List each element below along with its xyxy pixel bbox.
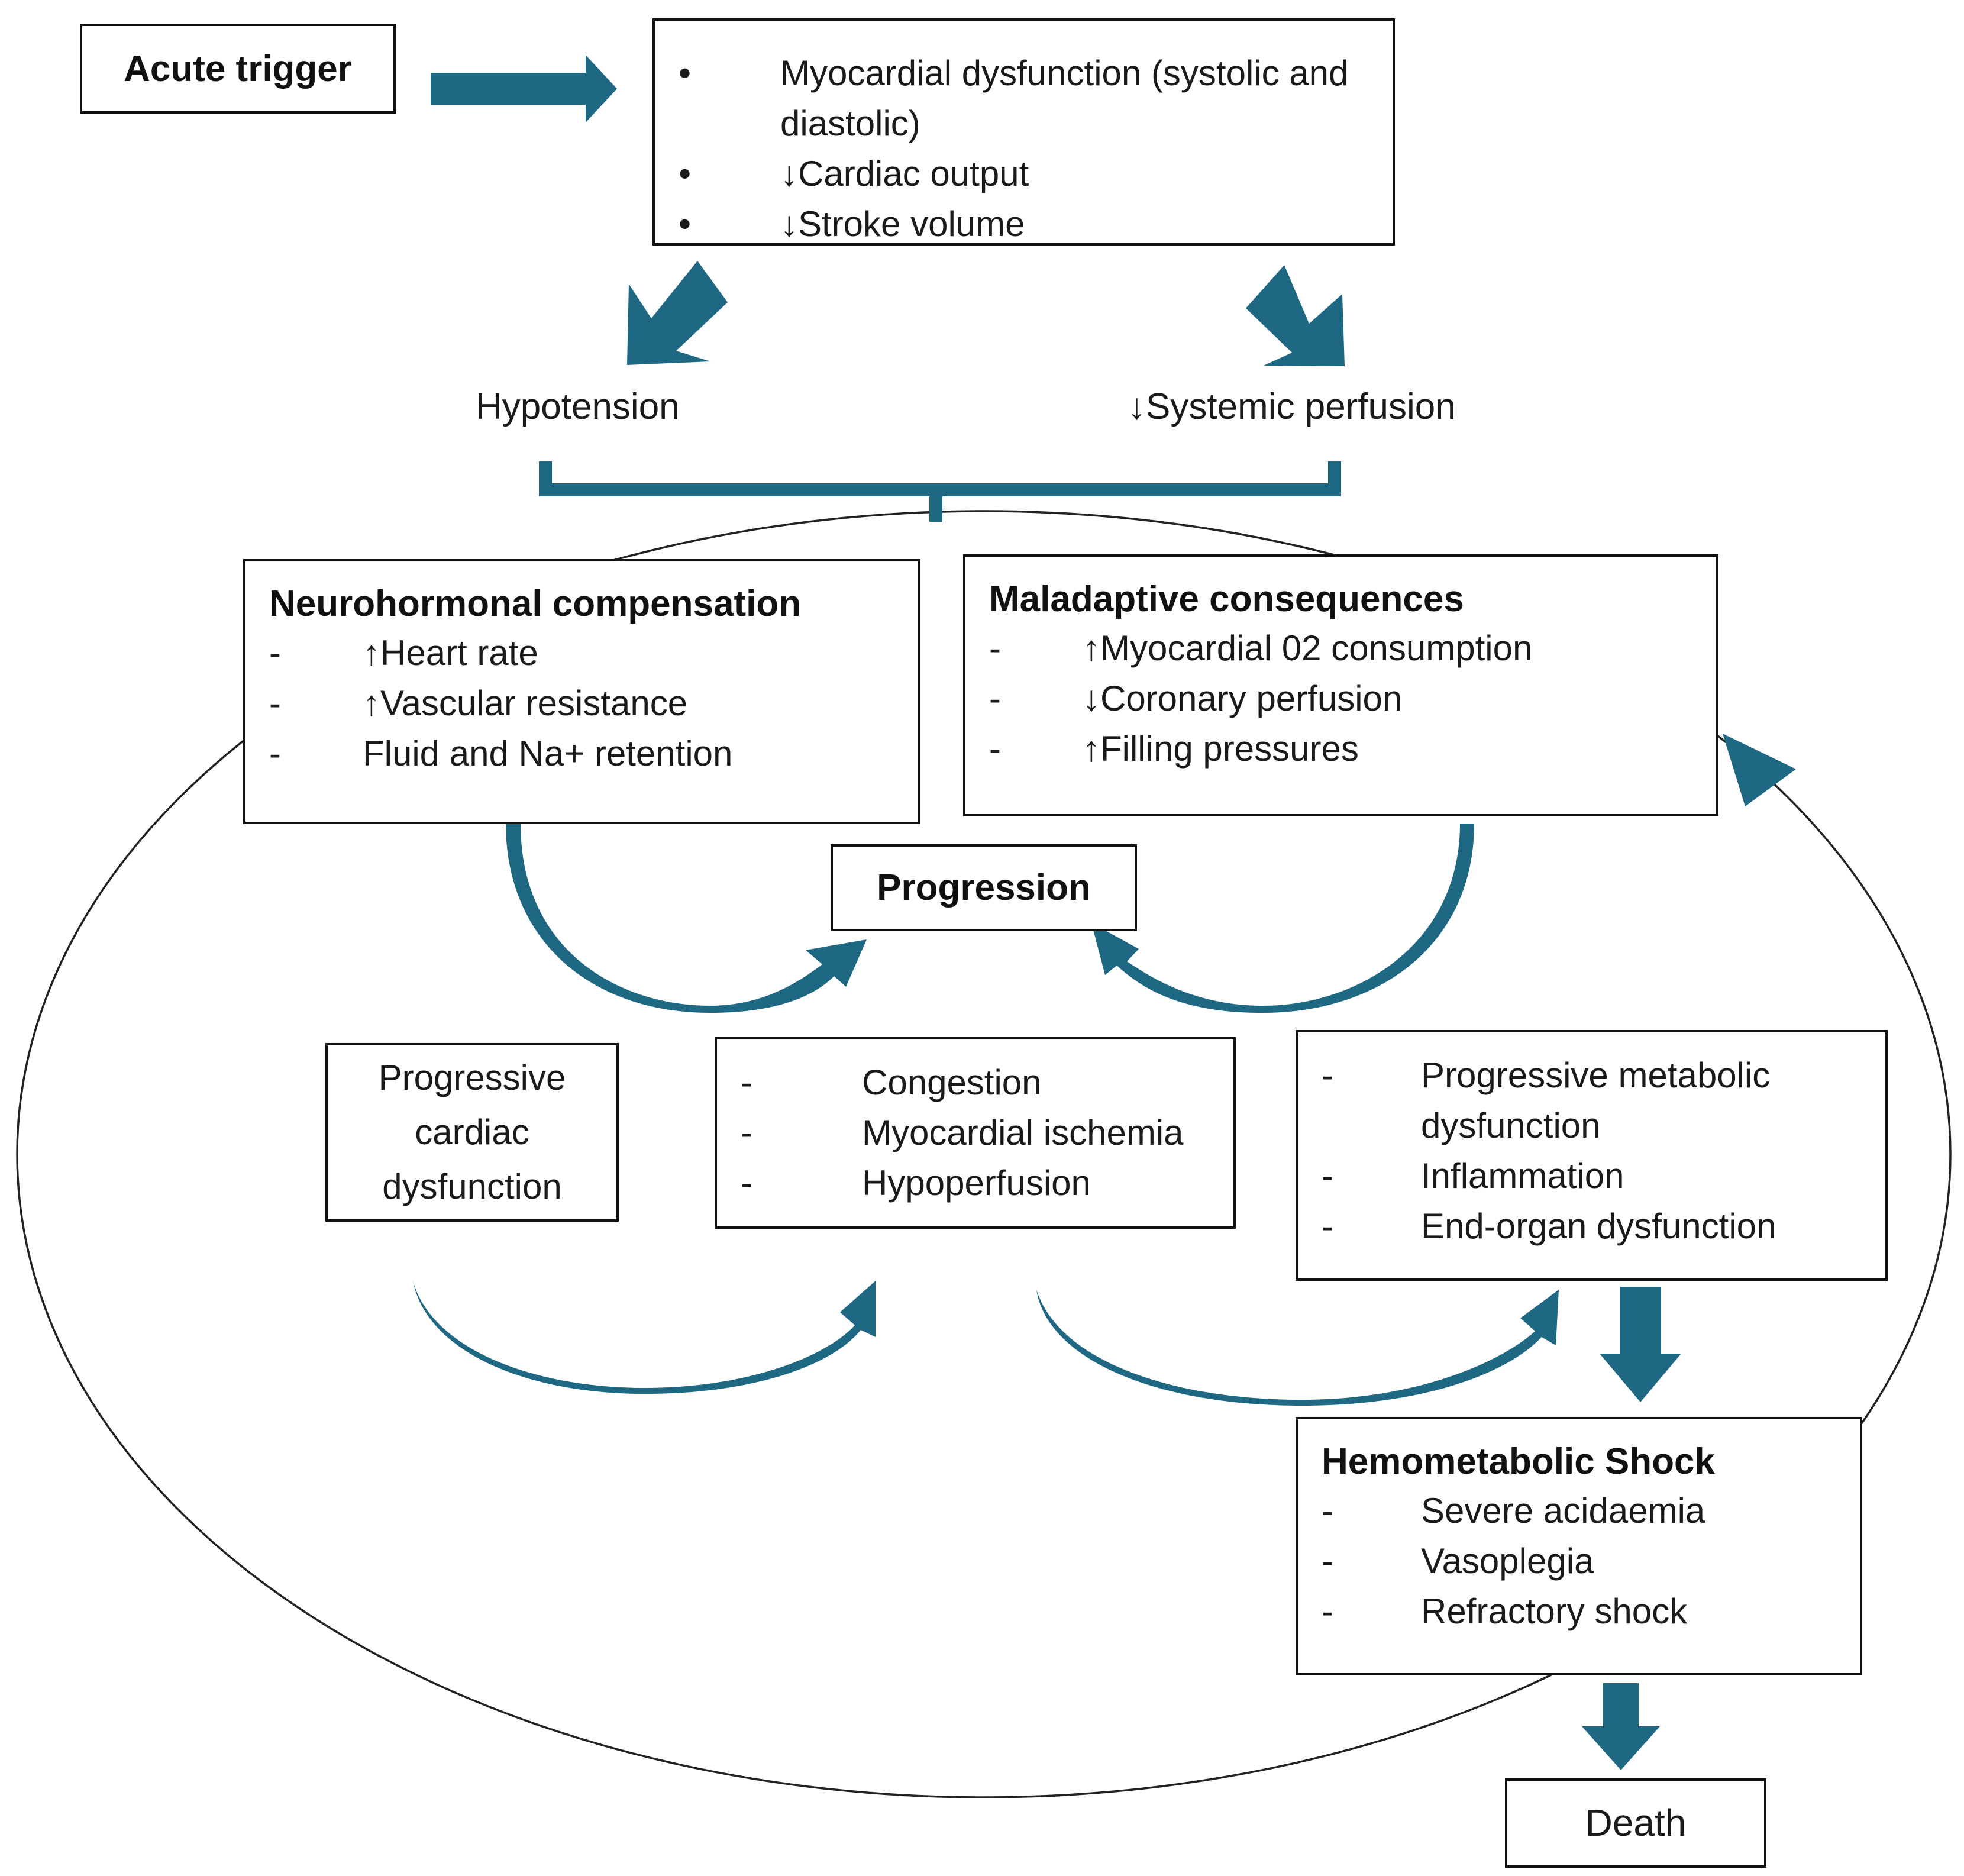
dash-marker: - (1322, 1541, 1333, 1581)
vicious-cycle-loop (16, 510, 1952, 1798)
metabolic-item: - Progressive metabolic dysfunction (1322, 1050, 1835, 1151)
shock-item: - Refractory shock (1322, 1586, 1705, 1636)
metabolic-item-label: End-organ dysfunction (1421, 1206, 1776, 1246)
dash-marker: - (269, 633, 281, 673)
maladaptive-item-label: ↑Filling pressures (1083, 729, 1359, 769)
neurohormonal-item: - ↑Vascular resistance (269, 678, 732, 728)
curve-arrow-cardiac-to-congestion (413, 1281, 876, 1394)
dash-marker: - (741, 1113, 752, 1152)
initial-effect-item: • Myocardial dysfunction (systolic and d… (679, 48, 1359, 148)
dash-marker: - (1322, 1156, 1333, 1196)
metabolic-item: - Inflammation (1322, 1151, 1835, 1201)
bullet-marker: • (679, 154, 692, 193)
dash-marker: - (269, 734, 281, 773)
trigger-arrow (431, 55, 617, 122)
dash-marker: - (989, 729, 1001, 769)
maladaptive-item: - ↑Filling pressures (989, 724, 1532, 774)
maladaptive-item-label: ↓Coronary perfusion (1083, 679, 1403, 718)
dash-marker: - (1322, 1055, 1333, 1095)
dash-marker: - (1322, 1491, 1333, 1530)
congestion-item-label: Congestion (862, 1063, 1042, 1102)
initial-effect-item: • ↓Cardiac output (679, 148, 1359, 199)
maladaptive-item-label: ↑Myocardial 02 consumption (1083, 628, 1533, 668)
shock-item: - Vasoplegia (1322, 1536, 1705, 1586)
dash-marker: - (989, 628, 1001, 668)
progressive-cardiac-dysfunction-box: Progressive cardiac dysfunction (325, 1043, 619, 1222)
bracket-connector (539, 461, 1341, 522)
death-box: Death (1505, 1778, 1766, 1868)
acute-trigger-box: Acute trigger (80, 24, 396, 114)
bullet-marker: • (679, 204, 692, 244)
metabolic-item-label: Inflammation (1421, 1156, 1624, 1196)
curve-arrow-right-to-progression (1091, 824, 1474, 1013)
shock-item-label: Refractory shock (1421, 1591, 1688, 1631)
metabolic-dysfunction-box: - Progressive metabolic dysfunction - In… (1296, 1030, 1888, 1281)
loop-arrowhead (1723, 734, 1796, 806)
neurohormonal-item-label: ↑Vascular resistance (363, 683, 688, 723)
maladaptive-item: - ↓Coronary perfusion (989, 673, 1532, 724)
neurohormonal-item-label: Fluid and Na+ retention (363, 734, 733, 773)
neurohormonal-item-label: ↑Heart rate (363, 633, 538, 673)
maladaptive-consequences-box: Maladaptive consequences - ↑Myocardial 0… (963, 554, 1719, 816)
congestion-item: - Hypoperfusion (741, 1158, 1184, 1208)
progression-box: Progression (831, 844, 1137, 931)
congestion-item: - Congestion (741, 1057, 1184, 1107)
initial-effect-item: • ↓Stroke volume (679, 199, 1359, 249)
neurohormonal-compensation-title: Neurohormonal compensation (269, 583, 802, 624)
curve-arrow-congestion-to-metabolic (1036, 1290, 1559, 1406)
congestion-item-label: Hypoperfusion (862, 1163, 1091, 1203)
neurohormonal-compensation-box: Neurohormonal compensation - ↑Heart rate… (243, 559, 920, 824)
progression-title: Progression (877, 867, 1091, 908)
initial-effect-label: ↓Stroke volume (780, 204, 1025, 244)
acute-trigger-title: Acute trigger (124, 48, 352, 89)
congestion-box: - Congestion - Myocardial ischemia - Hyp… (715, 1037, 1236, 1229)
dash-marker: - (989, 679, 1001, 718)
curve-arrow-left-to-progression (506, 824, 867, 1013)
initial-effect-label: Myocardial dysfunction (systolic and dia… (780, 53, 1349, 143)
congestion-item: - Myocardial ischemia (741, 1107, 1184, 1158)
congestion-item-label: Myocardial ischemia (862, 1113, 1184, 1152)
hemometabolic-shock-box: Hemometabolic Shock - Severe acidaemia -… (1296, 1417, 1862, 1675)
shock-item: - Severe acidaemia (1322, 1486, 1705, 1536)
arrow-to-perfusion (1246, 265, 1345, 366)
neurohormonal-item: - ↑Heart rate (269, 628, 732, 678)
dash-marker: - (741, 1163, 752, 1203)
shock-item-label: Severe acidaemia (1421, 1491, 1705, 1530)
arrow-to-hypotension (627, 261, 728, 365)
arrow-to-death (1582, 1683, 1660, 1770)
dash-marker: - (741, 1063, 752, 1102)
neurohormonal-item: - Fluid and Na+ retention (269, 728, 732, 779)
maladaptive-item: - ↑Myocardial 02 consumption (989, 623, 1532, 673)
hypotension-label: Hypotension (476, 386, 680, 427)
initial-effects-box: • Myocardial dysfunction (systolic and d… (652, 18, 1395, 246)
death-label: Death (1585, 1801, 1687, 1845)
metabolic-item-label: Progressive metabolic dysfunction (1421, 1055, 1771, 1145)
dash-marker: - (1322, 1206, 1333, 1246)
maladaptive-consequences-title: Maladaptive consequences (989, 579, 1464, 619)
bullet-marker: • (679, 53, 692, 93)
hemometabolic-shock-title: Hemometabolic Shock (1322, 1441, 1715, 1482)
systemic-perfusion-label: ↓Systemic perfusion (1128, 386, 1456, 427)
shock-item-label: Vasoplegia (1421, 1541, 1594, 1581)
progressive-cardiac-dysfunction-label: Progressive cardiac dysfunction (378, 1058, 566, 1206)
dash-marker: - (269, 683, 281, 723)
initial-effect-label: ↓Cardiac output (780, 154, 1029, 193)
arrow-to-hemometabolic-shock (1600, 1287, 1681, 1402)
dash-marker: - (1322, 1591, 1333, 1631)
metabolic-item: - End-organ dysfunction (1322, 1201, 1835, 1251)
